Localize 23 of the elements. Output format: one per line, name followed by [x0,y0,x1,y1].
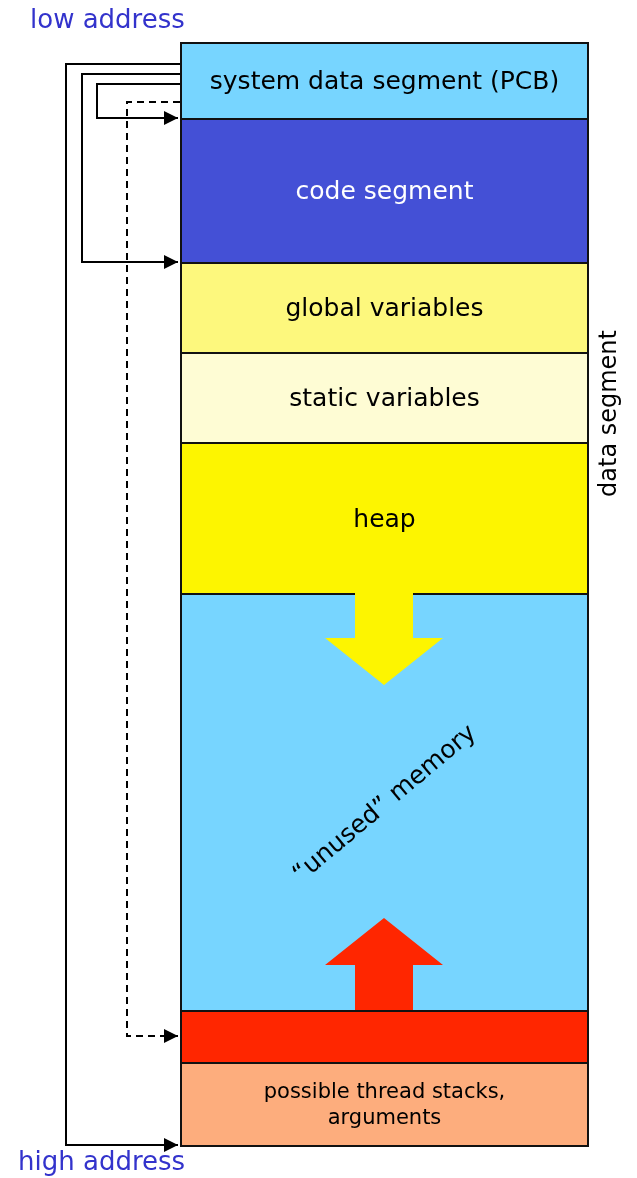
segment-block [180,118,589,264]
segment-block [180,262,589,354]
arrow [81,73,181,269]
segment-label: global variables [285,293,484,323]
arrow [65,63,181,1152]
segment-block [180,352,589,444]
address-label: high address [18,1146,186,1176]
segment-block [180,1062,589,1147]
address-label: low address [30,4,185,34]
block-arrow [325,918,443,1010]
arrow [126,101,181,1043]
segment-block [180,42,589,120]
stack-bar [180,1010,589,1064]
arrow [96,83,181,125]
segment-label: heap [353,503,416,534]
bracket-label: data segment [594,330,622,497]
segment-block [180,442,589,595]
segment-label: static variables [289,383,480,413]
segment-label: system data segment (PCB) [209,66,560,96]
segment-block [180,593,589,1012]
segment-label: code segment [295,176,474,206]
block-arrow [325,593,443,685]
segment-label: possible thread stacks, arguments [262,1079,507,1130]
